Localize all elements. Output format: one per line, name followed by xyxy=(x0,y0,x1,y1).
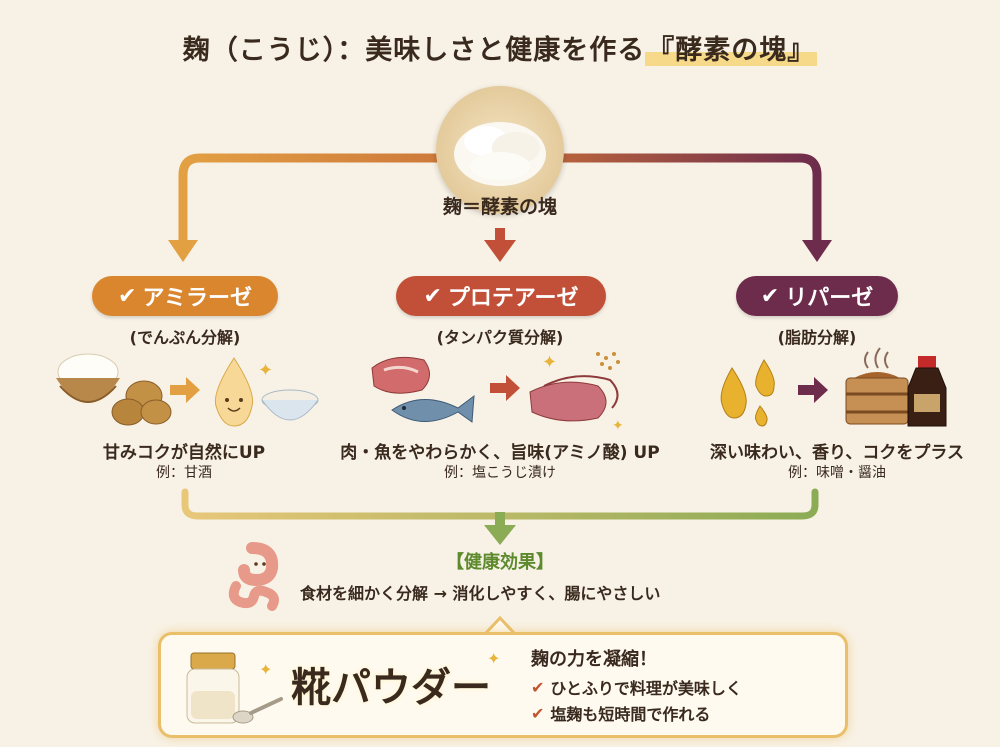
intestine-icon xyxy=(228,542,279,611)
pill-amylase: ✔アミラーゼ xyxy=(92,276,278,316)
rice-bowl-icon xyxy=(56,353,120,403)
check-icon: ✔ xyxy=(531,703,545,723)
powder-name: 糀パウダー xyxy=(291,665,491,711)
pill-protease: ✔プロテアーゼ xyxy=(396,276,606,316)
desc-lipase: 深い味わい、香り、コクをプラス xyxy=(710,443,964,463)
spoon-icon xyxy=(232,697,283,724)
spice-dots-icon xyxy=(596,352,620,370)
potato-icon xyxy=(111,380,172,426)
protease-illustration: ✦ ✦ xyxy=(371,352,624,434)
oil-drops-icon xyxy=(720,359,775,427)
pill-label: アミラーゼ xyxy=(142,286,252,311)
check-icon: ✔ xyxy=(423,283,442,309)
desc-protease: 肉・魚をやわらかく、旨味(アミノ酸) UP xyxy=(340,443,660,463)
sub-protease: (タンパク質分解) xyxy=(436,328,564,347)
amylase-illustration: ✦ xyxy=(56,353,319,427)
check-icon: ✔ xyxy=(531,677,545,697)
powder-point-2: ✔ 塩麹も短時間で作れる xyxy=(531,701,710,725)
title-prefix: 麹（こうじ）：美味しさと健康を作る xyxy=(182,35,646,66)
title-highlight: 『酵素の塊』 xyxy=(645,35,818,66)
sparkle-icon: ✦ xyxy=(258,360,273,381)
arrow-lipase xyxy=(802,240,832,262)
check-icon: ✔ xyxy=(118,283,137,309)
arrow-icon xyxy=(170,377,200,403)
arrow-stem-protease xyxy=(495,228,505,244)
arrow-icon xyxy=(490,375,520,401)
example-protease: 例：塩こうじ漬け xyxy=(444,465,556,481)
meat-icon xyxy=(371,356,430,394)
example-lipase: 例：味噌・醤油 xyxy=(788,465,886,481)
porridge-icon xyxy=(261,389,319,421)
soy-sauce-icon xyxy=(907,356,947,427)
arrow-health xyxy=(484,525,516,545)
sub-amylase: (でんぷん分解) xyxy=(129,328,241,347)
jar-icon: ✦ xyxy=(186,652,283,724)
sub-lipase: (脂肪分解) xyxy=(777,328,857,347)
arrow-icon xyxy=(798,377,828,403)
droplet-icon xyxy=(214,357,254,427)
example-amylase: 例：甘酒 xyxy=(156,465,212,481)
sliced-meat-icon xyxy=(529,375,619,422)
koji-rice-icon xyxy=(454,122,546,186)
health-title: 【健康効果】 xyxy=(446,552,554,573)
arrow-stem-health xyxy=(495,512,505,528)
arrow-protease xyxy=(484,240,516,262)
pill-label: プロテアーゼ xyxy=(447,286,579,311)
fish-icon xyxy=(391,394,475,423)
lipase-illustration xyxy=(720,347,947,427)
powder-point-1: ✔ ひとふりで料理が美味しく xyxy=(531,675,742,699)
pill-label: リパーゼ xyxy=(785,286,874,311)
koji-circle xyxy=(436,86,564,214)
sparkle-icon: ✦ xyxy=(487,649,501,668)
center-label: 麹＝酵素の塊 xyxy=(442,196,557,218)
sparkle-icon: ✦ xyxy=(259,660,272,679)
sparkle-icon: ✦ xyxy=(542,352,557,373)
powder-heading: 麹の力を凝縮！ xyxy=(531,649,657,670)
powder-box: ✦ 糀パウダー ✦ 麹の力を凝縮！ ✔ ひとふりで料理が美味しく ✔ 塩麹も短時間で… xyxy=(158,632,848,738)
pill-lipase: ✔リパーゼ xyxy=(736,276,898,316)
health-desc: 食材を細かく分解 → 消化しやすく、腸にやさしい xyxy=(300,584,661,603)
point-text: ひとふりで料理が美味しく xyxy=(550,679,742,698)
desc-amylase: 甘みコクが自然にUP xyxy=(102,443,266,463)
miso-tub-icon xyxy=(845,347,909,425)
sparkle-icon: ✦ xyxy=(612,418,624,434)
point-text: 塩麹も短時間で作れる xyxy=(550,705,711,724)
check-icon: ✔ xyxy=(760,283,780,309)
page-title: 麹（こうじ）：美味しさと健康を作る『酵素の塊』 xyxy=(0,28,1000,67)
arrow-amylase xyxy=(168,240,198,262)
